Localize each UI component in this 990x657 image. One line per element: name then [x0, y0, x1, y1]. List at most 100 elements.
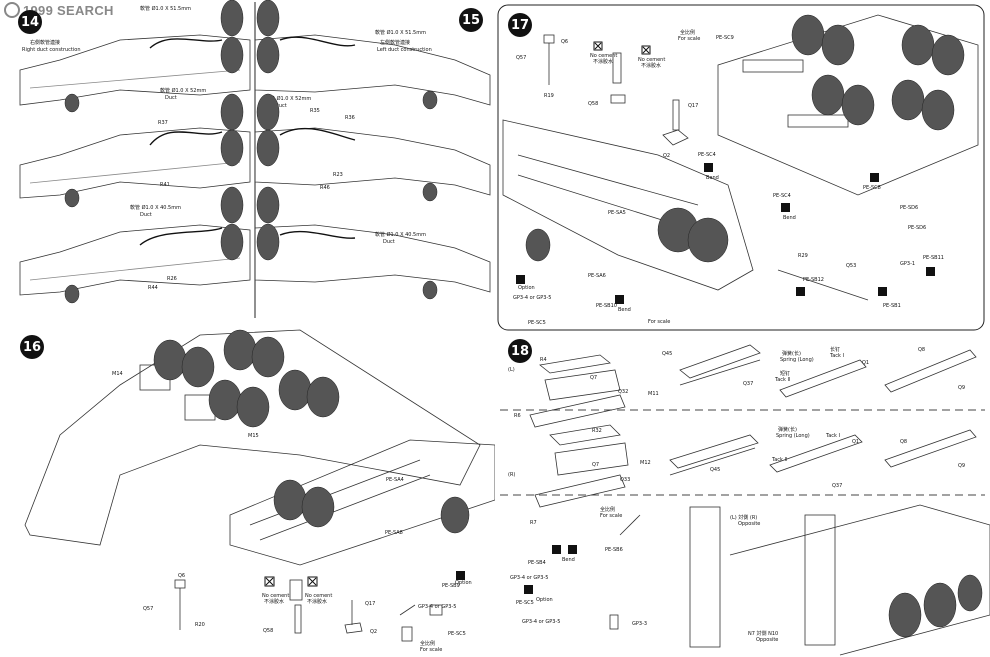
gp3-4-18b: GP3-4 or GP3-5 [522, 619, 561, 625]
bend-17b: Bend [783, 215, 796, 221]
step15-duct3-en: Duct [383, 239, 395, 245]
part-r44: R44 [148, 285, 158, 291]
r29: R29 [798, 253, 808, 259]
pe-sb11: PE-SB11 [923, 255, 944, 261]
part-q17: Q17 [688, 103, 699, 109]
part-q1-b: Q1 [852, 439, 860, 445]
spring-cn-a: 弹簧(长) [782, 351, 801, 357]
for-scale-17-en: For scale [678, 36, 701, 42]
gp3-3: GP3-3 [632, 621, 648, 627]
step14-drawing [19, 0, 251, 304]
part-q37-a: Q37 [743, 381, 754, 387]
part-r37: R37 [158, 120, 168, 126]
step-16-badge: 16 [20, 335, 44, 359]
step-17-badge: 17 [508, 13, 532, 37]
step-18-badge: 18 [508, 339, 532, 363]
part-q6: Q6 [561, 39, 569, 45]
for-scale-16: 全比例 [420, 641, 436, 647]
gp3-4-16: GP3-4 or GP3-5 [418, 604, 457, 610]
step-17-panel: 17 Q6 Q57 R19 Q58 Q17 Q2 全比例 For scale P… [498, 5, 984, 330]
part-m11: M11 [648, 391, 659, 397]
step-18-panel: 18 (L) (R) R4 Q7 Q32 R6 Q45 M11 Q37 弹簧(长… [500, 335, 990, 657]
left-duct-title-cn: 左側軟管連接 [380, 40, 411, 46]
part-q45-b: Q45 [710, 467, 721, 473]
part-q6-16: Q6 [178, 573, 186, 579]
part-r35: R35 [310, 108, 320, 114]
part-r32: R32 [592, 428, 602, 434]
n7-en: Opposite [756, 637, 779, 643]
step-14-panel: 14 右側軟管連接 Right duct construction 軟管 Ø1.… [0, 0, 255, 320]
step14-duct3: 軟管 Ø1.0 X 40.5mm [130, 205, 181, 211]
tack-ii-a: Tack Ⅱ [775, 377, 790, 383]
step14-duct2: 軟管 Ø1.0 X 52mm [160, 88, 207, 94]
step14-duct2-en: Duct [165, 95, 177, 101]
pe-sc8: PE-SC8 [863, 185, 881, 191]
pe-sb6: PE-SB6 [605, 547, 623, 553]
pe-sa5: PE-SA5 [608, 210, 626, 216]
no-cement-16a: No cement [262, 593, 290, 599]
no-cement-1-cn: 不涂胶水 [593, 59, 614, 65]
pe-sb4: PE-SB4 [528, 560, 546, 566]
gp3-1: GP3-1 [900, 261, 916, 267]
part-r46: R46 [320, 185, 330, 191]
pe-sd6-b: PE-SD6 [908, 225, 927, 231]
step14-duct3-en: Duct [140, 212, 152, 218]
step15-duct1: 軟管 Ø1.0 X 51.5mm [375, 30, 426, 36]
step15-duct2: 軟管 Ø1.0 X 52mm [265, 96, 312, 102]
pe-sc5-18: PE-SC5 [516, 600, 534, 606]
step15-duct2-en: Duct [275, 103, 287, 109]
option-18: Option [536, 597, 553, 603]
pe-sb10: PE-SB10 [596, 303, 617, 309]
label-l: (L) [508, 367, 515, 373]
pe-sd6-a: PE-SD6 [900, 205, 919, 211]
pe-sb9-16: PE-SB9 [442, 583, 460, 589]
part-q17-16: Q17 [365, 601, 376, 607]
spring-en-b: Spring (Long) [776, 433, 810, 439]
part-q37-b: Q37 [832, 483, 843, 489]
left-duct-title-en: Left duct construction [377, 47, 432, 53]
tack-i-cn-a: 长钉 [830, 347, 841, 353]
right-duct-title-cn: 右側軟管連接 [30, 40, 61, 46]
logo-icon [4, 2, 20, 18]
no-cement-16b: No cement [305, 593, 333, 599]
part-r36: R36 [345, 115, 355, 121]
part-m12: M12 [640, 460, 651, 466]
watermark: 1999 SEARCH [4, 2, 114, 18]
part-q8-b: Q8 [900, 439, 908, 445]
part-r23: R23 [333, 172, 343, 178]
part-q33: Q33 [620, 477, 631, 483]
part-r6: R6 [514, 413, 521, 419]
step18-drawing [524, 344, 990, 656]
pe-sc4-b: PE-SC4 [773, 193, 791, 199]
tack-ii-cn-a: 短钉 [780, 371, 791, 377]
no-cement-2-cn: 不涂胶水 [641, 63, 662, 69]
spring-en-a: Spring (Long) [780, 357, 814, 363]
no-cement-16b-cn: 不涂胶水 [307, 599, 328, 605]
pe-sc5-16: PE-SC5 [448, 631, 466, 637]
step-15-panel: 15 軟管 Ø1.0 X 51.5mm 左側軟管連接 Left duct con… [255, 0, 495, 320]
part-r26: R26 [167, 276, 177, 282]
part-m14: M14 [112, 371, 123, 377]
step15-drawing [255, 0, 491, 300]
part-q8-a: Q8 [918, 347, 926, 353]
pe-sa6: PE-SA6 [588, 273, 606, 279]
pe-sb12: PE-SB12 [803, 277, 824, 283]
no-cement-2: No cement [638, 57, 666, 63]
bend-18: Bend [562, 557, 575, 563]
watermark-text: 1999 SEARCH [23, 2, 114, 18]
for-scale-18-en: For scale [600, 513, 623, 519]
spring-cn-b: 弹簧(长) [778, 427, 797, 433]
step15-duct3: 軟管 Ø1.0 X 40.5mm [375, 232, 426, 238]
pe-sa8: PE-SA8 [385, 530, 403, 536]
q53: Q53 [846, 263, 857, 269]
part-q32-a: Q32 [618, 389, 629, 395]
for-scale-17: 全比例 [680, 30, 696, 36]
pe-sc4-a: PE-SC4 [698, 152, 716, 158]
part-r20: R20 [195, 622, 205, 628]
for-scale-17b: For scale [648, 319, 671, 325]
part-m15: M15 [248, 433, 259, 439]
tack-i-b: Tack Ⅰ [826, 433, 840, 439]
opposite-label: (L) 対側 (R) [730, 515, 758, 521]
step14-duct1: 軟管 Ø1.0 X 51.5mm [140, 6, 191, 12]
part-q57-16: Q57 [143, 606, 154, 612]
